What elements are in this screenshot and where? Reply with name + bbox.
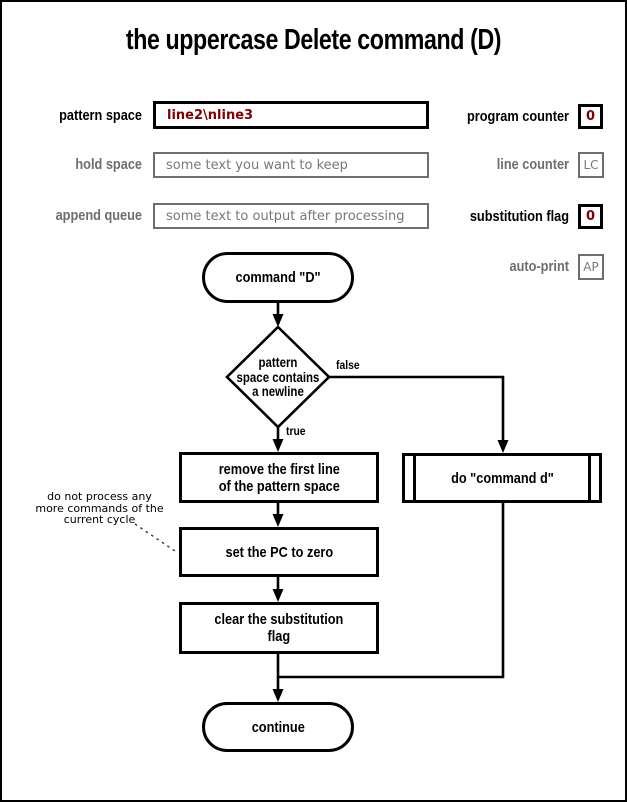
arrowhead bbox=[272, 314, 284, 327]
annotation-line: current cycle bbox=[63, 513, 136, 526]
branch-false-label: false bbox=[336, 360, 360, 372]
remove-first-line-node: remove the first line of the pattern spa… bbox=[179, 452, 379, 503]
line-counter-box: LC bbox=[578, 152, 604, 178]
append-queue-box: some text to output after processing bbox=[153, 203, 429, 229]
program-counter-label: program counter bbox=[466, 108, 569, 125]
page-title: the uppercase Delete command (D) bbox=[125, 24, 502, 56]
arrowhead bbox=[272, 439, 284, 452]
set-pc-zero-label: set the PC to zero bbox=[225, 543, 333, 561]
pattern-space-label: pattern space bbox=[59, 107, 142, 124]
node-line: clear the substitution bbox=[214, 611, 344, 628]
end-node: continue bbox=[202, 702, 354, 752]
branch-true-label: true bbox=[286, 426, 306, 438]
auto-print-label: auto-print bbox=[509, 258, 569, 275]
append-queue-value: some text to output after processing bbox=[166, 208, 405, 224]
annotation-dashed-line bbox=[134, 523, 179, 554]
node-line: remove the first line bbox=[218, 460, 340, 478]
do-command-d-node: do "command d" bbox=[402, 453, 602, 503]
arrowheads bbox=[272, 314, 509, 702]
line-counter-label: line counter bbox=[496, 156, 569, 173]
predefined-process-bar-left bbox=[413, 456, 416, 500]
decision-line: a newline bbox=[252, 384, 304, 399]
arrowhead bbox=[272, 689, 284, 702]
substitution-flag-value: 0 bbox=[585, 209, 596, 224]
auto-print-box: AP bbox=[578, 254, 604, 280]
annotation-note: do not process any more commands of the … bbox=[27, 491, 172, 526]
program-counter-value: 0 bbox=[585, 109, 596, 124]
decision-node-label: pattern space contains a newline bbox=[227, 355, 329, 400]
program-counter-box: 0 bbox=[578, 104, 603, 129]
node-line: flag bbox=[267, 628, 291, 645]
start-node-label: command "D" bbox=[235, 269, 321, 286]
arrowhead bbox=[272, 514, 284, 527]
set-pc-zero-node: set the PC to zero bbox=[179, 527, 379, 577]
hold-space-label: hold space bbox=[75, 156, 142, 173]
hold-space-value: some text you want to keep bbox=[166, 157, 348, 173]
decision-diamond bbox=[225, 325, 331, 429]
connector-decision-false bbox=[329, 375, 505, 442]
node-line: of the pattern space bbox=[218, 477, 340, 495]
substitution-flag-box: 0 bbox=[578, 204, 603, 229]
append-queue-label: append queue bbox=[55, 207, 142, 224]
hold-space-box: some text you want to keep bbox=[153, 152, 429, 178]
connector-dod-to-join bbox=[279, 503, 505, 679]
substitution-flag-label: substitution flag bbox=[469, 208, 569, 225]
clear-substitution-flag-label: clear the substitution flag bbox=[215, 611, 344, 645]
clear-substitution-flag-node: clear the substitution flag bbox=[179, 602, 379, 654]
do-command-d-label: do "command d" bbox=[450, 469, 554, 487]
auto-print-value: AP bbox=[583, 260, 599, 274]
line-counter-value: LC bbox=[583, 158, 599, 172]
decision-line: pattern bbox=[258, 355, 298, 370]
start-node: command "D" bbox=[202, 252, 354, 303]
end-node-label: continue bbox=[251, 718, 305, 736]
pattern-space-box: line2\nline3 bbox=[153, 101, 429, 129]
predefined-process-bar-right bbox=[588, 456, 591, 500]
arrowhead bbox=[272, 589, 284, 602]
arrowhead bbox=[497, 440, 509, 453]
remove-first-line-label: remove the first line of the pattern spa… bbox=[218, 461, 339, 495]
decision-line: space contains bbox=[236, 369, 320, 385]
annotation-line: do not process any bbox=[47, 490, 152, 503]
pattern-space-value: line2\nline3 bbox=[167, 107, 254, 123]
annotation-line: more commands of the bbox=[35, 501, 164, 515]
